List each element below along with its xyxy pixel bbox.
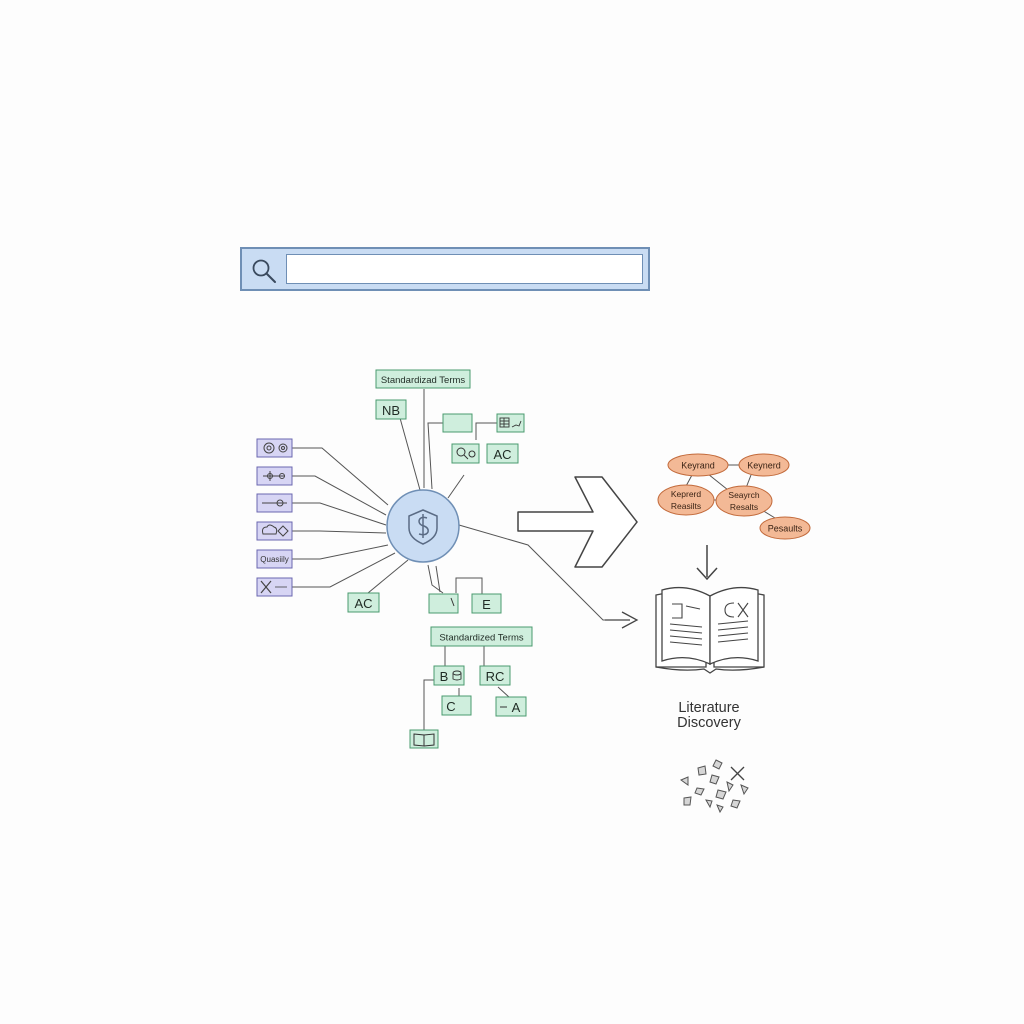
arrow-right-icon [517,476,638,568]
outcome-label-line1: Literature [678,700,739,716]
input-node-2 [256,466,293,486]
svg-text:A: A [512,700,521,715]
input-node-6 [256,577,293,597]
gear-icon [263,442,288,454]
input-node-3 [256,493,293,513]
svg-text:Standardizad Terms: Standardizad Terms [381,375,466,386]
terms-top-table-node [496,413,525,433]
quality-label: Quasiily [260,555,288,564]
terms-bottom-ac: AC [347,592,380,613]
terms-top-search-node [451,443,480,464]
terms-bottom-title: Standardized Terms [430,626,533,647]
book-icon [413,733,435,747]
arrow-down-icon [696,545,718,581]
svg-text:Seayrch: Seayrch [728,490,759,500]
db-icon [452,670,462,681]
terms-bottom-book-node [409,729,439,749]
input-node-1 [256,438,293,458]
cloud-diamond-icon [262,524,289,537]
svg-text:Keprerd: Keprerd [671,489,702,499]
outcome-label-line2: Discovery [677,715,741,731]
svg-text:Keyrand: Keyrand [681,461,715,471]
terms-top-title: Standardizad Terms [375,369,471,389]
slider-icon [262,499,287,507]
svg-text:E: E [482,597,491,612]
svg-text:Reasilts: Reasilts [671,501,701,511]
terms-top-ac: AC [486,443,519,464]
search-bar [240,247,650,291]
svg-text:B: B [440,669,449,684]
terms-bottom-b: B [433,665,465,686]
magnifier-icon [456,447,476,460]
terms-top-empty [442,413,473,433]
terms-top-nb: NB [375,399,407,420]
scattered-fragments [679,759,749,814]
svg-text:RC: RC [486,669,505,684]
terms-bottom-c: C [441,695,472,716]
input-node-4 [256,521,293,541]
keyword-node-3: Keprerd Reasilts [657,484,715,516]
table-icon [499,417,522,428]
svg-text:AC: AC [354,596,372,611]
svg-text:Resalts: Resalts [730,502,758,512]
svg-text:NB: NB [382,403,400,418]
svg-text:Standardized Terms: Standardized Terms [439,633,524,644]
keyword-node-1: Keyrand [667,453,729,477]
connector-icon [263,471,285,481]
keyword-node-5: Pesaults [759,516,811,540]
x-icon [260,580,287,594]
terms-bottom-e: E [471,593,502,614]
hub-node [386,489,460,563]
svg-text:C: C [446,699,455,714]
svg-text:Pesaults: Pesaults [768,524,803,534]
input-node-quality: Quasiily [256,549,293,569]
keyword-node-4: Seayrch Resalts [715,485,773,517]
x-icon [730,766,745,781]
open-book-icon [655,586,765,674]
terms-bottom-empty [428,593,459,614]
search-icon [252,259,276,283]
search-input[interactable] [286,254,643,284]
svg-text:AC: AC [493,447,511,462]
svg-text:Keynerd: Keynerd [747,461,781,471]
arrow-right-small-icon [605,611,639,629]
terms-bottom-rc: RC [479,665,511,686]
shield-icon [408,509,438,545]
keyword-node-2: Keynerd [738,453,790,477]
terms-bottom-a: A [495,696,527,717]
